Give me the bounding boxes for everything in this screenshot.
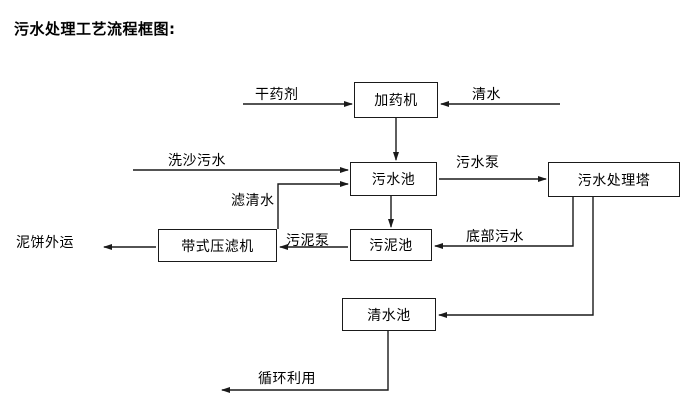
node-clear-water-pool[interactable]: 清水池 xyxy=(342,298,436,331)
node-belt-filter-press[interactable]: 带式压滤机 xyxy=(158,229,277,262)
edge-tower-to-clear-water-pool xyxy=(438,197,594,318)
node-sludge-pool[interactable]: 污泥池 xyxy=(350,229,432,261)
node-treatment-tower[interactable]: 污水处理塔 xyxy=(548,162,680,197)
node-dosing-machine[interactable]: 加药机 xyxy=(354,82,438,118)
edge-filtered-water-to-wastewater-pool xyxy=(277,181,349,229)
label-wastewater-pump: 污水泵 xyxy=(456,155,500,171)
node-wastewater-pool[interactable]: 污水池 xyxy=(350,162,437,196)
label-recycle-reuse: 循环利用 xyxy=(258,371,316,387)
label-mud-cake-transport: 泥饼外运 xyxy=(16,235,74,251)
label-filtered-clear-water: 滤清水 xyxy=(231,193,275,209)
label-sand-wash-wastewater: 洗沙污水 xyxy=(168,153,226,169)
page-title: 污水处理工艺流程框图: xyxy=(14,20,176,38)
label-bottom-wastewater: 底部污水 xyxy=(466,229,524,245)
label-sludge-pump: 污泥泵 xyxy=(286,233,330,249)
label-dry-chemical: 干药剂 xyxy=(255,87,299,103)
label-clean-water-input: 清水 xyxy=(472,87,501,103)
